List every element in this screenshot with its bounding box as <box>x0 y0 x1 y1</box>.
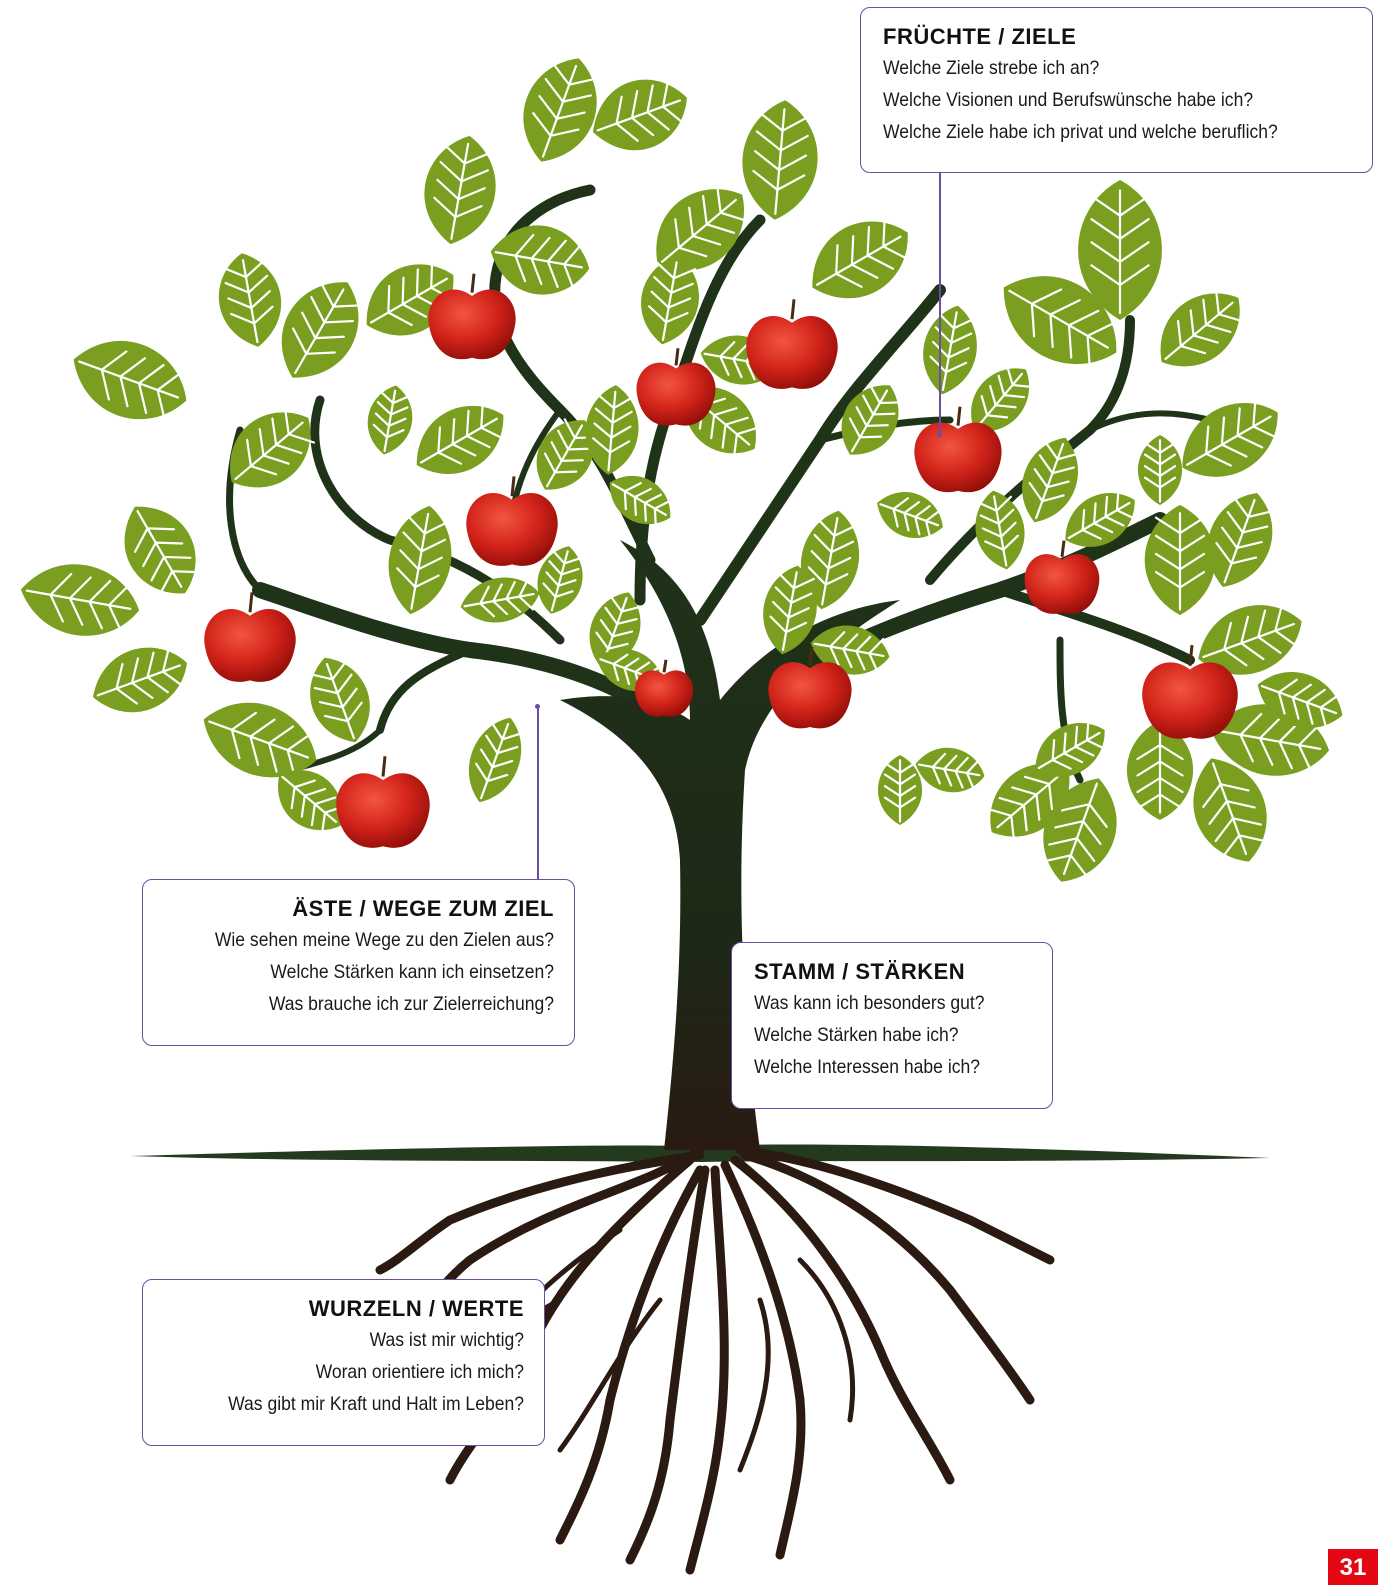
apple <box>466 476 557 566</box>
callout-wurzeln-werte: WURZELN / WERTE Was ist mir wichtig? Wor… <box>142 1279 545 1446</box>
root <box>560 1300 660 1450</box>
root <box>725 1165 801 1555</box>
leaf <box>1142 274 1258 386</box>
callout-aeste-wege: ÄSTE / WEGE ZUM ZIEL Wie sehen meine Weg… <box>142 879 575 1046</box>
callout-line: Woran orientiere ich mich? <box>201 1356 524 1388</box>
leaf <box>416 130 505 251</box>
leaf <box>380 500 460 619</box>
root <box>740 1300 768 1470</box>
callout-line: Welche Stärken kann ich einsetzen? <box>204 956 554 988</box>
fruechte-connector <box>939 172 941 434</box>
callout-line: Was ist mir wichtig? <box>201 1324 524 1356</box>
apple <box>336 756 430 848</box>
leaf <box>912 742 989 798</box>
callout-line: Was gibt mir Kraft und Halt im Leben? <box>201 1388 524 1420</box>
fruechte-connector-dot <box>937 432 942 437</box>
callout-line: Welche Ziele strebe ich an? <box>883 52 1305 84</box>
callout-title: FRÜCHTE / ZIELE <box>883 24 1352 50</box>
leaf <box>485 217 595 302</box>
apple <box>746 299 837 389</box>
leaf <box>581 66 699 165</box>
page-number-badge: 31 <box>1328 1549 1378 1585</box>
leaf <box>737 97 822 223</box>
leaf <box>211 248 288 352</box>
callout-stamm-staerken: STAMM / STÄRKEN Was kann ich besonders g… <box>731 942 1053 1109</box>
leaf <box>82 634 197 726</box>
apple <box>637 348 716 425</box>
leaf <box>457 709 533 810</box>
callout-line: Was kann ich besonders gut? <box>754 987 1004 1019</box>
callout-line: Welche Ziele habe ich privat und welche … <box>883 116 1305 148</box>
callout-line: Welche Visionen und Berufswünsche habe i… <box>883 84 1305 116</box>
callout-line: Was brauche ich zur Zielerreichung? <box>204 988 554 1020</box>
aeste-connector-dot <box>535 704 540 709</box>
leaf <box>969 486 1031 573</box>
leaf <box>878 755 922 825</box>
leaf <box>61 324 199 436</box>
callout-title: WURZELN / WERTE <box>165 1296 524 1322</box>
leaf <box>262 265 378 396</box>
leaf <box>870 482 951 547</box>
leaf <box>15 555 145 645</box>
callout-title: STAMM / STÄRKEN <box>754 959 1032 985</box>
callout-line: Welche Interessen habe ich? <box>754 1051 1004 1083</box>
leaf <box>508 46 612 174</box>
callout-line: Welche Stärken habe ich? <box>754 1019 1004 1051</box>
callout-line: Wie sehen meine Wege zu den Zielen aus? <box>204 924 554 956</box>
leaf <box>582 383 643 477</box>
aeste-connector <box>537 706 539 880</box>
callout-fruechte-ziele: FRÜCHTE / ZIELE Welche Ziele strebe ich … <box>860 7 1373 173</box>
leaf <box>457 571 543 628</box>
leaf <box>1166 384 1294 496</box>
callout-title: ÄSTE / WEGE ZUM ZIEL <box>165 896 554 922</box>
leaf <box>362 382 418 459</box>
leaf <box>401 388 518 491</box>
leaf <box>795 202 926 318</box>
leaf <box>1138 435 1182 505</box>
